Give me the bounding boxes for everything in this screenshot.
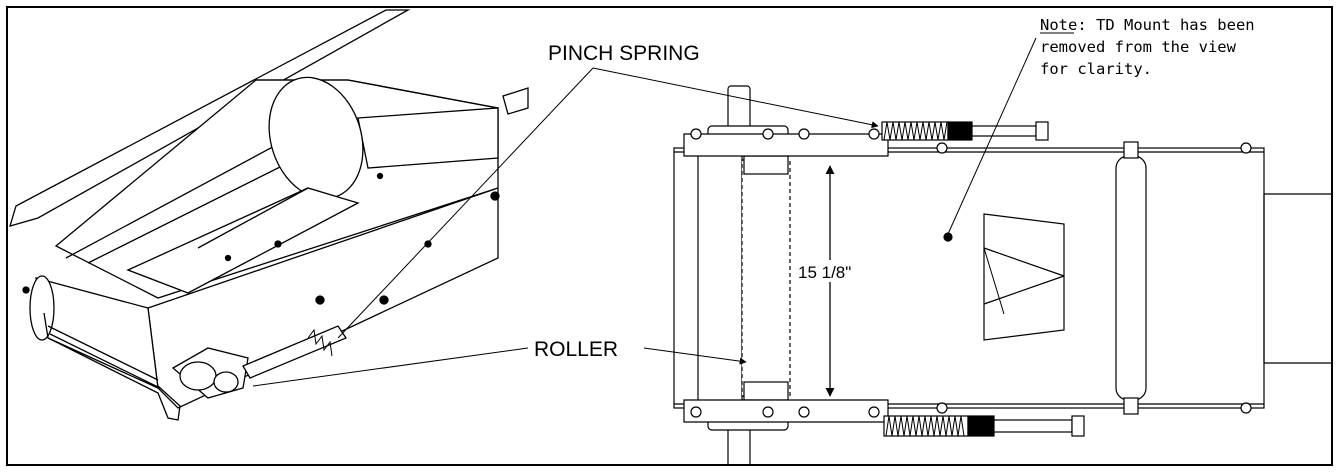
diagram-canvas: 15 1/8" PINCH SPRING ROLLER Note: TD Mou…: [9, 9, 1331, 464]
pinch-spring-label: PINCH SPRING: [548, 42, 700, 65]
roller-leader-iso: [252, 347, 529, 387]
roller-leader-top: [643, 347, 747, 365]
diagram-frame: 15 1/8" PINCH SPRING ROLLER Note: TD Mou…: [6, 6, 1333, 466]
dimension-label: 15 1/8": [798, 263, 851, 282]
isometric-conveyor: [9, 9, 529, 421]
note-line-2: removed from the view: [1040, 38, 1237, 56]
note-line-3: for clarity.: [1040, 60, 1152, 78]
clarity-note: Note: TD Mount has been removed from the…: [1040, 16, 1255, 78]
pinch-spring-leader-iso: [337, 67, 594, 339]
top-view: [673, 85, 1331, 464]
roller-label: ROLLER: [534, 338, 618, 361]
note-line-1: Note: TD Mount has been: [1040, 16, 1255, 34]
pinch-spring-leader-top: [592, 67, 879, 129]
note-leader: [947, 37, 1037, 235]
dimension-15-1-8: 15 1/8": [796, 165, 851, 397]
